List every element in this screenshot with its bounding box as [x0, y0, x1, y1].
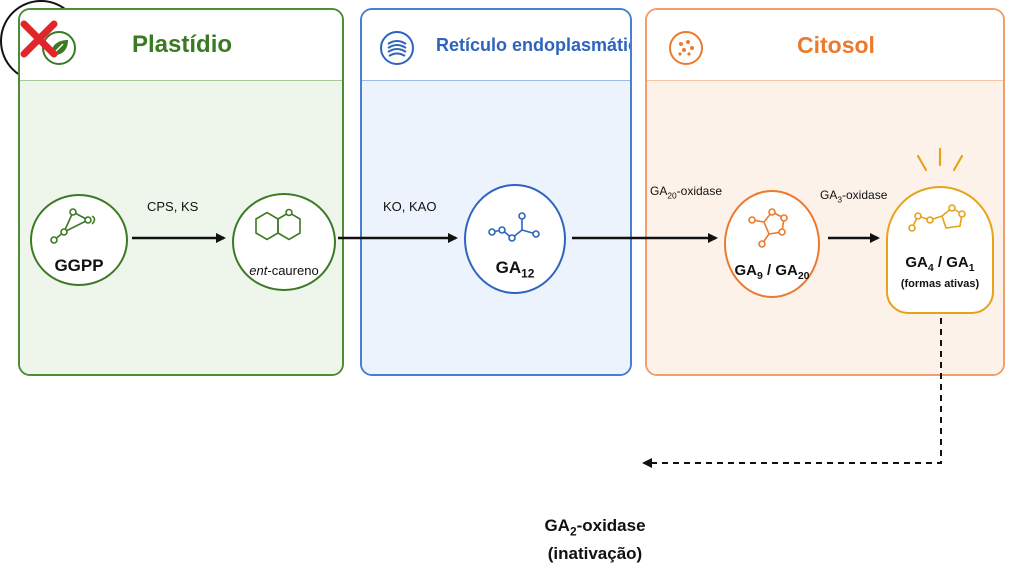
panel-title-er: Retículo endoplasmático: [436, 35, 632, 55]
cytosol-particles-icon: [669, 31, 703, 65]
node-ga12: GA12: [464, 184, 566, 294]
node-label-ent-kaurene: ent-caureno: [249, 263, 319, 278]
node-ggpp: GGPP: [30, 194, 128, 286]
inactivation-enzyme-label: GA2-oxidase: [544, 516, 646, 539]
inactivation-node: [0, 0, 82, 82]
panel-er-header: Retículo endoplasmático: [362, 10, 630, 81]
node-ga4-ga1: GA4 / GA1 (formas ativas): [886, 186, 994, 314]
edge-label-cps-ks: CPS, KS: [147, 199, 199, 214]
ggpp-molecule-icon: [50, 208, 96, 244]
inactivation-note: (inativação): [547, 544, 643, 563]
node-ent-kaurene: ent-caureno: [232, 193, 336, 291]
edge-label-ko-kao: KO, KAO: [383, 199, 437, 214]
node-label-ga9-ga20: GA9 / GA20: [734, 262, 810, 282]
node-note-active-forms: (formas ativas): [900, 278, 980, 290]
panel-title-plastid: Plastídio: [132, 31, 233, 58]
ga12-molecule-icon: [488, 212, 540, 242]
panel-cytosol-header: Citosol: [647, 10, 1003, 81]
panel-title-cytosol: Citosol: [797, 32, 875, 58]
ga9-ga20-molecule-icon: [748, 208, 788, 248]
node-ga9-ga20: GA9 / GA20: [724, 190, 820, 298]
node-label-ga12: GA12: [495, 258, 535, 281]
activity-rays-icon: [916, 147, 964, 172]
edge-label-ga20-oxidase: GA20-oxidase: [650, 184, 723, 201]
node-label-ga4-ga1: GA4 / GA1: [905, 254, 975, 274]
endoplasmic-reticulum-icon: [380, 31, 414, 65]
arrow-inactivation-dashed: [642, 318, 942, 468]
cross-icon: [20, 20, 58, 58]
ga4-ga1-molecule-icon: [908, 204, 966, 232]
node-label-ggpp: GGPP: [54, 256, 104, 275]
ent-kaurene-rings-icon: [255, 208, 301, 241]
edge-label-ga3-oxidase: GA3-oxidase: [820, 188, 888, 205]
